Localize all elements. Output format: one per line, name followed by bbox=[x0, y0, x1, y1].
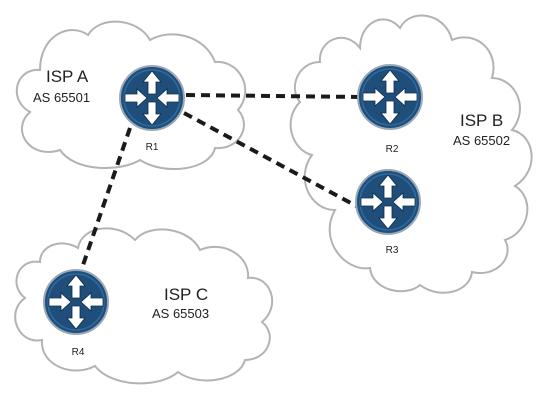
links bbox=[80, 93, 363, 269]
router-icon bbox=[43, 269, 109, 335]
router-r2[interactable] bbox=[357, 64, 423, 130]
isp-b-cloud bbox=[289, 14, 533, 294]
isp-b-name: ISP B bbox=[460, 111, 503, 130]
isp-c-cloud bbox=[14, 227, 274, 385]
router-icon bbox=[355, 169, 421, 235]
link-r1-r3 bbox=[183, 111, 361, 210]
isp-c-name: ISP C bbox=[164, 285, 208, 304]
router-r4[interactable] bbox=[43, 269, 109, 335]
router-r1-label: R1 bbox=[146, 142, 159, 153]
router-r3-label: R3 bbox=[386, 245, 399, 256]
router-icon bbox=[357, 64, 423, 130]
isp-b-as: AS 65502 bbox=[453, 133, 510, 148]
isp-a-name: ISP A bbox=[46, 67, 89, 86]
link-r1-r4 bbox=[80, 127, 132, 269]
isp-c-as: AS 65503 bbox=[152, 306, 209, 321]
router-r2-label: R2 bbox=[386, 144, 399, 155]
router-r1[interactable] bbox=[119, 65, 185, 131]
isp-a-as: AS 65501 bbox=[33, 90, 90, 105]
router-icon bbox=[119, 65, 185, 131]
router-r4-label: R4 bbox=[72, 347, 85, 358]
router-r3[interactable] bbox=[355, 169, 421, 235]
